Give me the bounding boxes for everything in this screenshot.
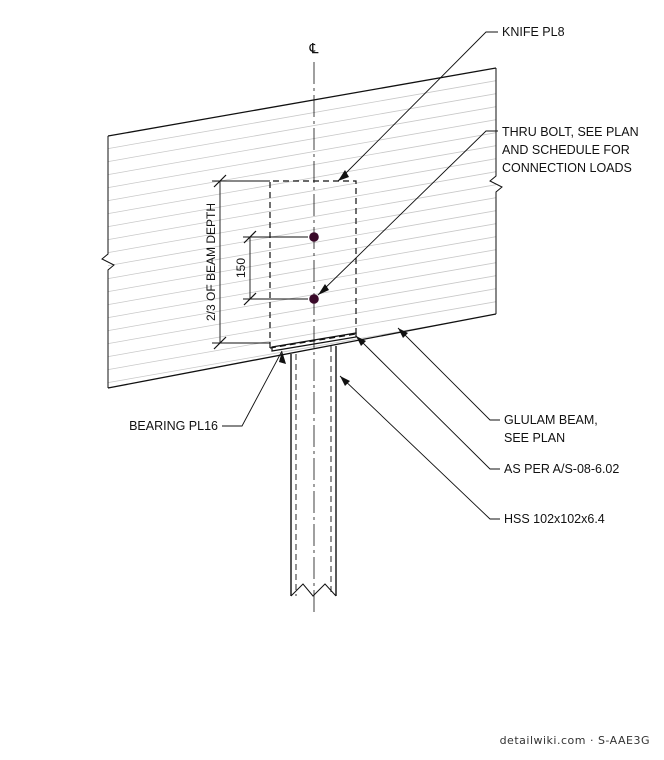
beam-left-break: [101, 136, 115, 388]
knife-plate-leader: [337, 31, 498, 182]
as-per-label: AS PER A/S-08-6.02: [504, 462, 619, 476]
thru-bolt-label-line-2: AND SCHEDULE FOR: [502, 143, 630, 157]
centerline-symbol: ℄: [309, 40, 319, 56]
bolt-bottom: [309, 294, 319, 304]
glulam-beam-label-line-1: GLULAM BEAM,: [504, 413, 598, 427]
watermark: detailwiki.com · S-AAE3G: [500, 734, 650, 747]
beam-top-edge: [107, 67, 497, 137]
bearing-plate-leader: [222, 350, 283, 427]
knife-plate: [269, 180, 357, 349]
hss-column: [290, 346, 337, 597]
leader-lines: [222, 31, 500, 520]
beam-depth-dimension: [212, 174, 270, 350]
bearing-plate: [271, 332, 357, 352]
bearing-plate-label: BEARING PL16: [129, 419, 218, 433]
thru-bolts: [309, 232, 319, 304]
thru-bolt-label-line-3: CONNECTION LOADS: [502, 161, 632, 175]
leader-arrowheads: [279, 170, 408, 386]
thru-bolt-label-line-1: THRU BOLT, SEE PLAN: [502, 125, 639, 139]
knife-plate-label: KNIFE PL8: [502, 25, 565, 39]
bolt-top: [309, 232, 319, 242]
beam-lamination-hatch: [108, 79, 496, 385]
hss-label: HSS 102x102x6.4: [504, 512, 605, 526]
beam-depth-dimension-text: 2/3 OF BEAM DEPTH: [204, 203, 218, 321]
centerline: ℄: [309, 40, 319, 612]
bolt-spacing-dimension-text: 150: [234, 258, 248, 278]
beam-bottom-edge: [107, 313, 497, 389]
as-per-leader: [355, 335, 500, 470]
bolt-spacing-dimension: [243, 230, 308, 306]
glulam-beam: [101, 67, 503, 389]
thru-bolt-leader: [317, 130, 498, 296]
glulam-beam-leader: [397, 327, 500, 421]
glulam-beam-label-line-2: SEE PLAN: [504, 431, 565, 445]
hss-leader: [339, 375, 500, 520]
beam-right-break: [489, 68, 503, 314]
